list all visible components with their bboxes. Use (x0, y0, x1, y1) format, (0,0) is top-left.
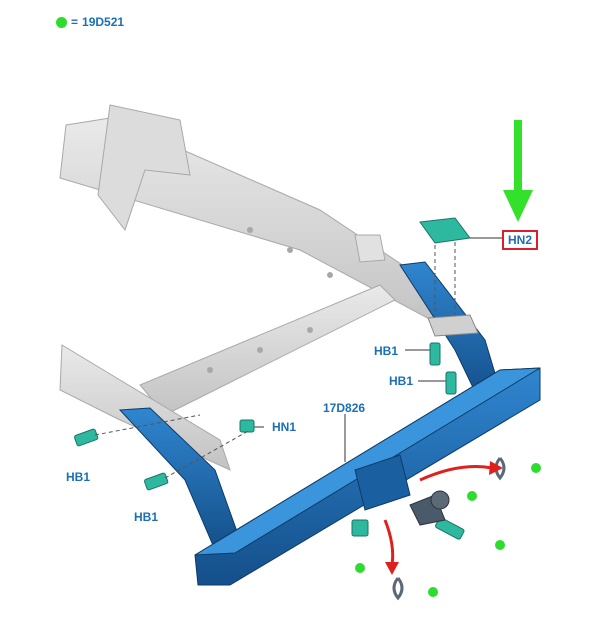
label-hn1: HN1 (272, 420, 297, 434)
legend-code: 19D521 (82, 15, 125, 29)
frame-bracket (97, 104, 191, 232)
legend-equals: = (71, 15, 79, 29)
hitch-receiver (354, 454, 411, 511)
red-arrow-head-down (385, 562, 399, 575)
green-indicator-arrow (503, 120, 533, 222)
frame-rail-lower (59, 344, 231, 471)
label-hb1-bottom-left: HB1 (134, 510, 159, 524)
leader-lines (250, 237, 502, 462)
frame-crossmember (139, 284, 396, 416)
label-hn2: HN2 (502, 230, 539, 250)
label-assembly: 17D826 (323, 401, 366, 415)
label-hb1-lower: HB1 (389, 374, 414, 388)
hn2-plate (419, 217, 479, 337)
vehicle-frame (59, 104, 456, 471)
frame-gusset (354, 234, 386, 263)
label-hb1-left: HB1 (66, 470, 91, 484)
legend: = 19D521 (56, 15, 124, 29)
green-dot-icon (56, 16, 67, 28)
removal-arrows (383, 465, 493, 566)
label-hb1-upper: HB1 (374, 344, 399, 358)
shackles (392, 457, 506, 601)
red-arrow-head-right (489, 461, 503, 475)
hitch-assembly (118, 261, 541, 586)
green-dots (355, 463, 541, 597)
hitch-crossbar-top (194, 367, 541, 556)
fasteners (74, 342, 465, 540)
tow-ball (409, 490, 450, 526)
